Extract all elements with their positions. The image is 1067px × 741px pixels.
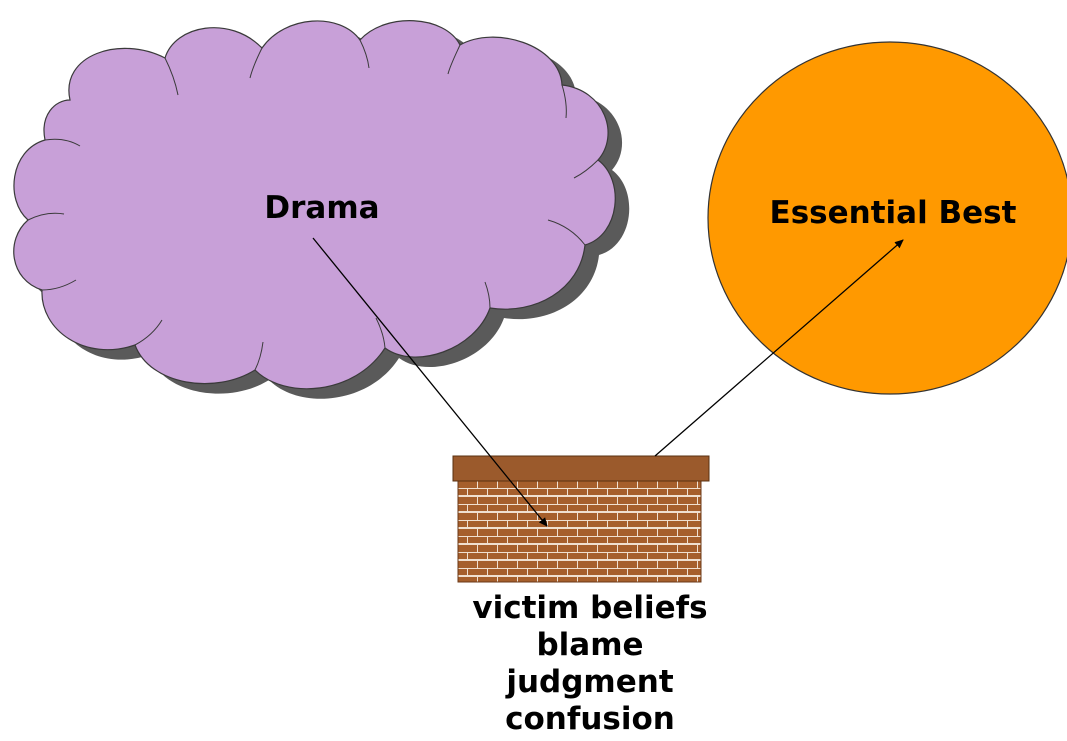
essential-best-node: Essential Best xyxy=(707,41,1067,395)
wall-caption-list: victim beliefs blame judgment confusion xyxy=(380,590,800,738)
wall-caption-item: victim beliefs xyxy=(472,590,708,626)
arrow-drama-to-wall xyxy=(312,237,548,527)
wall-caption-item: judgment xyxy=(506,664,674,700)
brick-wall-cap xyxy=(452,455,710,482)
drama-cloud: Drama xyxy=(13,20,630,399)
drama-cloud-inner-arcs xyxy=(27,39,599,371)
essential-best-label: Essential Best xyxy=(770,195,1017,231)
drama-label: Drama xyxy=(264,190,379,226)
wall-caption-item: blame xyxy=(536,627,644,663)
brick-wall-body xyxy=(457,479,702,583)
arrow-wall-to-essential-best xyxy=(654,239,904,457)
brick-wall xyxy=(452,455,710,583)
drama-cloud-body xyxy=(13,20,616,390)
wall-caption-item: confusion xyxy=(505,701,675,737)
essential-best-circle xyxy=(707,41,1067,395)
